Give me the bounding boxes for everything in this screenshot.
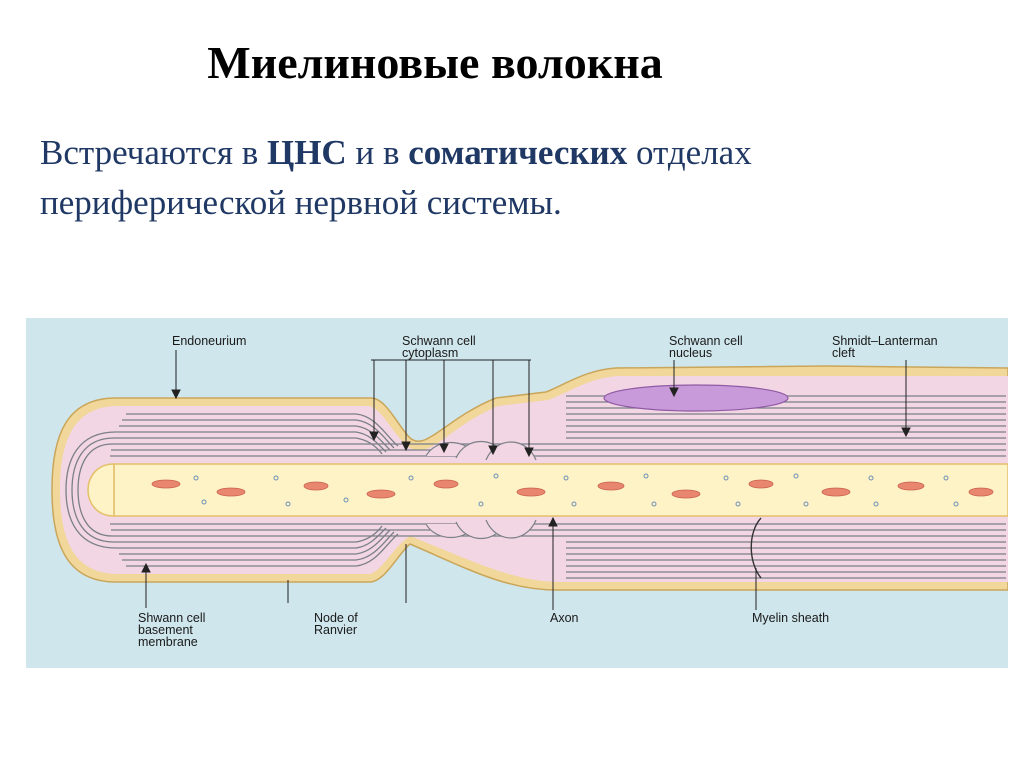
label-basement-3: membrane	[138, 635, 198, 649]
schwann-nucleus	[604, 385, 788, 411]
label-schwann-nucleus-2: nucleus	[669, 346, 712, 360]
label-shmidt-2: cleft	[832, 346, 855, 360]
text-bold-somatic: соматических	[408, 133, 627, 172]
label-myelin-sheath: Myelin sheath	[752, 611, 829, 625]
label-axon: Axon	[550, 611, 579, 625]
myelin-fiber-diagram: Endoneurium Schwann cell cytoplasm Schwa…	[26, 318, 1008, 668]
slide-body-text: Встречаются в ЦНС и в соматических отдел…	[40, 128, 1000, 228]
text-part-1: Встречаются в	[40, 133, 267, 172]
text-part-2: и в	[347, 133, 409, 172]
slide-title: Миелиновые волокна	[0, 36, 870, 89]
label-schwann-cytoplasm-2: cytoplasm	[402, 346, 458, 360]
text-bold-cns: ЦНС	[267, 133, 347, 172]
axon	[114, 464, 1008, 516]
label-endoneurium: Endoneurium	[172, 334, 246, 348]
label-node-2: Ranvier	[314, 623, 357, 637]
